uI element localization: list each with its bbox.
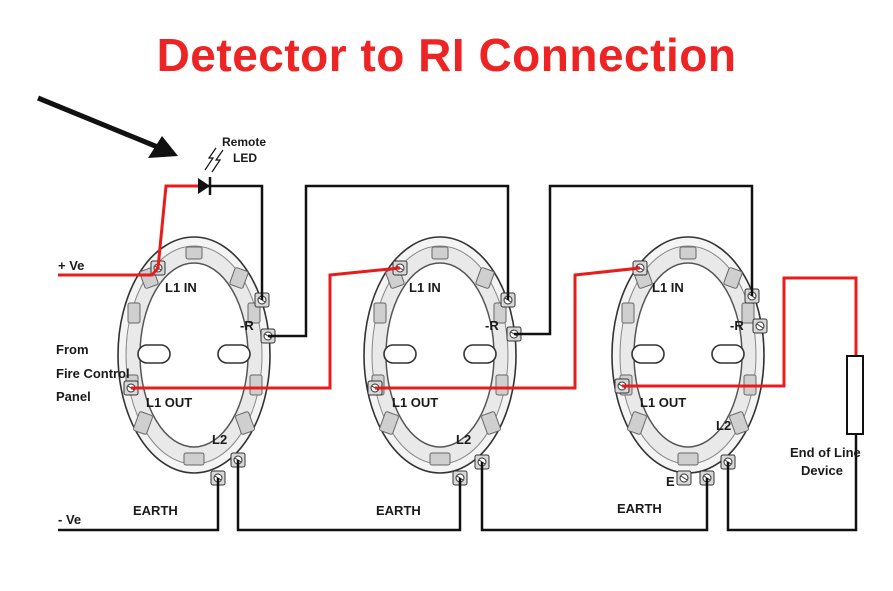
- label-positive-supply: + Ve: [58, 258, 84, 273]
- positive-wires: [58, 184, 858, 390]
- wire-led-positive: [156, 184, 198, 269]
- detector-1: L1 IN -R L1 OUT L2 EARTH: [117, 236, 276, 518]
- wire-l1-out-1-to-l1-in-2: [131, 266, 401, 390]
- label-l1-out-3: L1 OUT: [640, 395, 686, 410]
- end-of-line-resistor-icon: [846, 355, 864, 435]
- label-r-3: -R: [730, 318, 744, 333]
- label-earth-1: EARTH: [133, 503, 178, 518]
- label-l1-in-3: L1 IN: [652, 280, 684, 295]
- label-panel-2: Fire Control: [56, 366, 130, 381]
- wire-l2-3-to-eol: [726, 434, 858, 532]
- label-eol-1: End of Line: [790, 445, 861, 460]
- label-l2-3: L2: [716, 418, 731, 433]
- label-e-3: E: [666, 474, 675, 489]
- pointer-arrow-icon: [37, 95, 178, 158]
- label-l1-in-1: L1 IN: [165, 280, 197, 295]
- remote-led-icon: [198, 147, 224, 195]
- wire-l2-1-to-earth-2: [236, 460, 462, 532]
- terminal-r-out-3: [752, 318, 768, 334]
- wire-r-1-to-r-2: [268, 184, 510, 338]
- label-negative-supply: - Ve: [58, 512, 81, 527]
- detector-2: L1 IN -R L1 OUT L2 EARTH: [363, 236, 522, 518]
- label-r-2: -R: [485, 318, 499, 333]
- label-l1-in-2: L1 IN: [409, 280, 441, 295]
- label-r-1: -R: [240, 318, 254, 333]
- label-l2-2: L2: [456, 432, 471, 447]
- terminal-earth-3: [676, 470, 692, 486]
- negative-wires: [58, 184, 858, 532]
- label-remote-led-2: LED: [233, 151, 257, 165]
- wire-negative-in: [58, 478, 220, 532]
- label-panel-3: Panel: [56, 389, 91, 404]
- label-earth-3: EARTH: [617, 501, 662, 516]
- label-earth-2: EARTH: [376, 503, 421, 518]
- wire-led-negative: [208, 184, 264, 300]
- label-l2-1: L2: [212, 432, 227, 447]
- label-eol-2: Device: [801, 463, 843, 478]
- wire-positive-in: [58, 267, 160, 277]
- detector-3: L1 IN -R L1 OUT L2 E EARTH: [611, 236, 768, 516]
- diagram-title: Detector to RI Connection: [156, 29, 737, 81]
- label-l1-out-1: L1 OUT: [146, 395, 192, 410]
- wire-l1-out-2-to-l1-in-3: [375, 266, 641, 390]
- wire-l1-out-3-to-eol: [622, 276, 858, 388]
- wire-l2-2-to-e-3: [480, 462, 709, 532]
- label-remote-led-1: Remote: [222, 135, 266, 149]
- label-l1-out-2: L1 OUT: [392, 395, 438, 410]
- label-panel-1: From: [56, 342, 89, 357]
- wire-r-2-to-r-3: [514, 184, 754, 336]
